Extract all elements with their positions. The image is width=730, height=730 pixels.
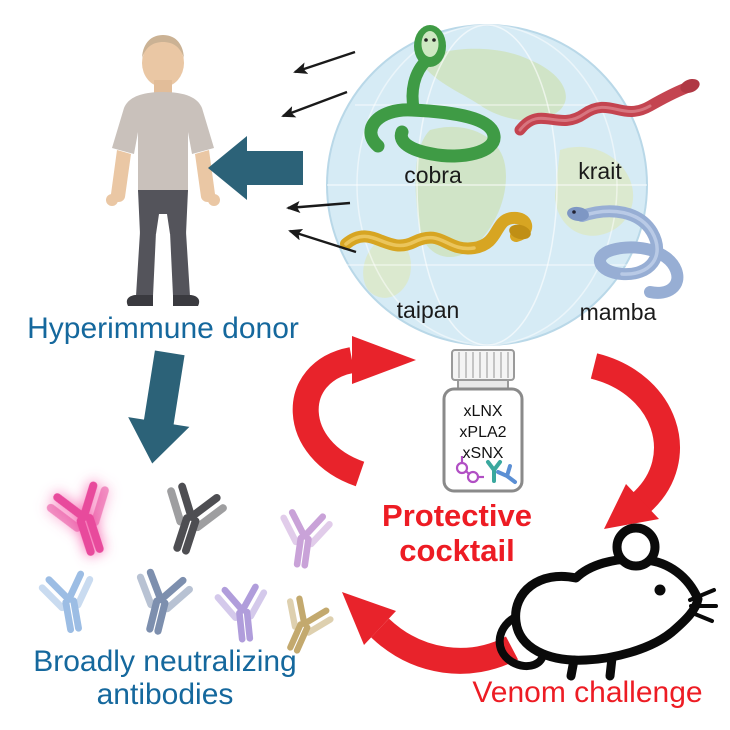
globe-icon bbox=[326, 24, 648, 346]
antibodies-line-2: antibodies bbox=[96, 678, 234, 711]
taipan-icon bbox=[340, 211, 532, 255]
mamba-icon bbox=[567, 205, 684, 299]
taipan-label: taipan bbox=[396, 297, 460, 323]
mouse-icon bbox=[495, 523, 718, 681]
antibody-icon bbox=[41, 573, 98, 633]
antibody-icon bbox=[129, 570, 191, 636]
arrow-donor-to-antibodies bbox=[128, 350, 190, 464]
vial-icon bbox=[442, 349, 524, 493]
mamba-label: mamba bbox=[579, 299, 657, 325]
vial-line-2: xPLA2 bbox=[459, 424, 507, 441]
cobra-icon bbox=[364, 25, 501, 163]
vial-contents bbox=[455, 456, 517, 484]
vial-line-3: xSNX bbox=[462, 445, 504, 462]
vial-line-1: xLNX bbox=[463, 403, 503, 420]
antibody-icon bbox=[48, 483, 121, 560]
protective-cocktail-label: Protective cocktail bbox=[357, 498, 557, 568]
krait-icon bbox=[514, 78, 700, 136]
protective-line-2: cocktail bbox=[399, 533, 515, 568]
arrow-cocktail-to-mouse bbox=[590, 353, 680, 529]
arrow-antibodies-to-cocktail bbox=[292, 336, 416, 487]
arrow-globe-to-donor bbox=[208, 136, 303, 200]
antibody-icon bbox=[155, 484, 225, 558]
antibodies-line-1: Broadly neutralizing bbox=[33, 645, 297, 678]
antibody-icons bbox=[41, 483, 333, 658]
cobra-label: cobra bbox=[404, 162, 462, 188]
vial-text: xLNX xPLA2 xSNX bbox=[444, 401, 522, 464]
protective-line-1: Protective bbox=[382, 498, 532, 533]
antibody-icon bbox=[278, 511, 331, 568]
venom-challenge-label: Venom challenge bbox=[472, 676, 703, 709]
arrow-mouse-to-antibodies bbox=[342, 592, 519, 674]
arrows-snakes-to-donor bbox=[281, 50, 357, 254]
antibodies-label: Broadly neutralizing antibodies bbox=[5, 645, 325, 711]
krait-label: krait bbox=[578, 158, 622, 184]
donor-person-icon bbox=[106, 35, 220, 306]
antibody-icon bbox=[217, 586, 268, 641]
donor-label: Hyperimmune donor bbox=[27, 312, 299, 345]
